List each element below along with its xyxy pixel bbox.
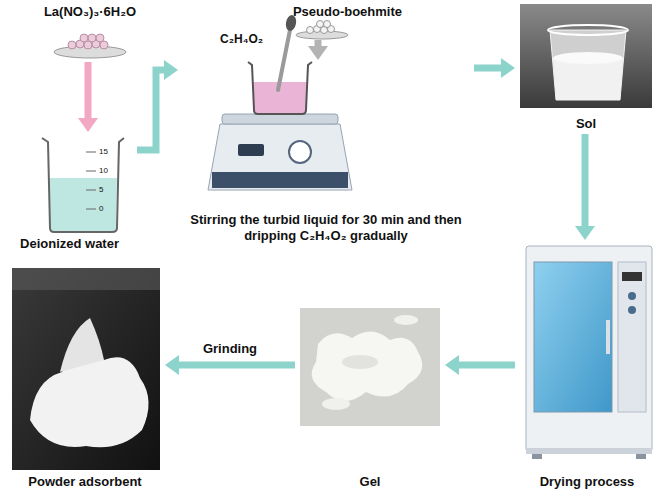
crystal <box>80 34 88 42</box>
sol-beaker <box>550 30 626 100</box>
water <box>49 178 117 231</box>
caption-text: Drying process <box>540 474 635 490</box>
reagent-label: C₂H₄O₂ <box>220 32 263 47</box>
crystal <box>96 34 104 42</box>
gel-flakes <box>312 331 422 401</box>
flow-arrow <box>85 62 92 118</box>
photo-ground <box>300 308 440 426</box>
beaker-rim <box>548 25 628 35</box>
scale-number: 10 <box>99 165 108 176</box>
reagent-dish <box>54 34 126 58</box>
caption-text: Pseudo-boehmite <box>293 4 402 20</box>
oven-display <box>622 272 642 281</box>
powder-dish <box>296 21 348 40</box>
oven-button <box>628 306 636 314</box>
flow-arrow <box>474 65 501 72</box>
gel-shadow <box>342 355 378 369</box>
caption-text: La(NO₃)₃·6H₂O <box>44 4 136 20</box>
particle <box>317 21 324 28</box>
crystal <box>68 41 76 49</box>
stirrer-panel <box>212 172 348 188</box>
oven-foot <box>532 454 542 459</box>
particle <box>324 21 331 28</box>
photo-ground <box>520 4 652 108</box>
reagent-node: La(NO₃)₃·6H₂O <box>30 2 150 62</box>
drying-oven <box>526 246 652 459</box>
sol-surface <box>553 52 623 64</box>
beaker-outline <box>42 138 124 232</box>
particle <box>307 27 314 34</box>
gel-node: Gel <box>295 300 445 492</box>
caption-text: Stirring the turbid liquid for 30 min an… <box>185 212 467 244</box>
flow-arrow <box>459 362 515 369</box>
magnetic-stirrer <box>208 14 352 190</box>
sol-photo <box>520 4 652 108</box>
sol-liquid <box>553 58 623 100</box>
beaker-node: Deionized water <box>2 132 137 254</box>
tick <box>86 152 96 153</box>
drying-node: Drying process <box>515 240 659 492</box>
dropper-tube <box>278 30 290 90</box>
tick <box>86 209 96 210</box>
flow-arrow <box>582 134 589 226</box>
caption-text: Sol <box>576 116 596 132</box>
caption-text: Gel <box>360 474 381 490</box>
tick <box>86 171 96 172</box>
caption-text: Deionized water <box>20 236 119 252</box>
caption-text: Powder adsorbent <box>28 474 141 490</box>
oven-button <box>628 292 636 300</box>
gel-flake <box>394 315 418 325</box>
oven-door <box>534 262 612 412</box>
flow-arrow <box>315 40 322 46</box>
step-label: Grinding <box>201 341 259 357</box>
scale-number: 0 <box>99 203 103 214</box>
oven-base <box>526 448 652 454</box>
powder-streak <box>60 318 104 372</box>
sol-node: Sol <box>515 2 657 134</box>
gel-photo <box>300 308 440 426</box>
gel-flake <box>322 398 350 410</box>
photo-ground <box>12 268 160 470</box>
bag-seal <box>12 268 160 290</box>
oven-body <box>526 246 652 452</box>
scale-number: 15 <box>99 146 108 157</box>
tick <box>86 190 96 191</box>
flow-arrow <box>179 362 295 369</box>
reagent-node: Pseudo-boehmite <box>285 2 410 40</box>
powder-photo <box>12 268 160 470</box>
water-beaker <box>42 138 124 232</box>
stirrer-knob <box>289 141 311 163</box>
white-powder <box>30 355 149 447</box>
stirrer-display <box>238 144 264 156</box>
stirrer-plate <box>222 114 338 124</box>
powder-node: Powder adsorbent <box>5 262 165 492</box>
stirrer-body <box>208 124 352 190</box>
stirring-node: Stirring the turbid liquid for 30 min an… <box>178 60 474 246</box>
control-panel <box>618 262 646 412</box>
oven-foot <box>636 454 646 459</box>
scale-number: 5 <box>99 184 103 195</box>
oven-handle <box>606 320 610 354</box>
crystal <box>88 34 96 42</box>
flow-arrow <box>137 70 164 150</box>
